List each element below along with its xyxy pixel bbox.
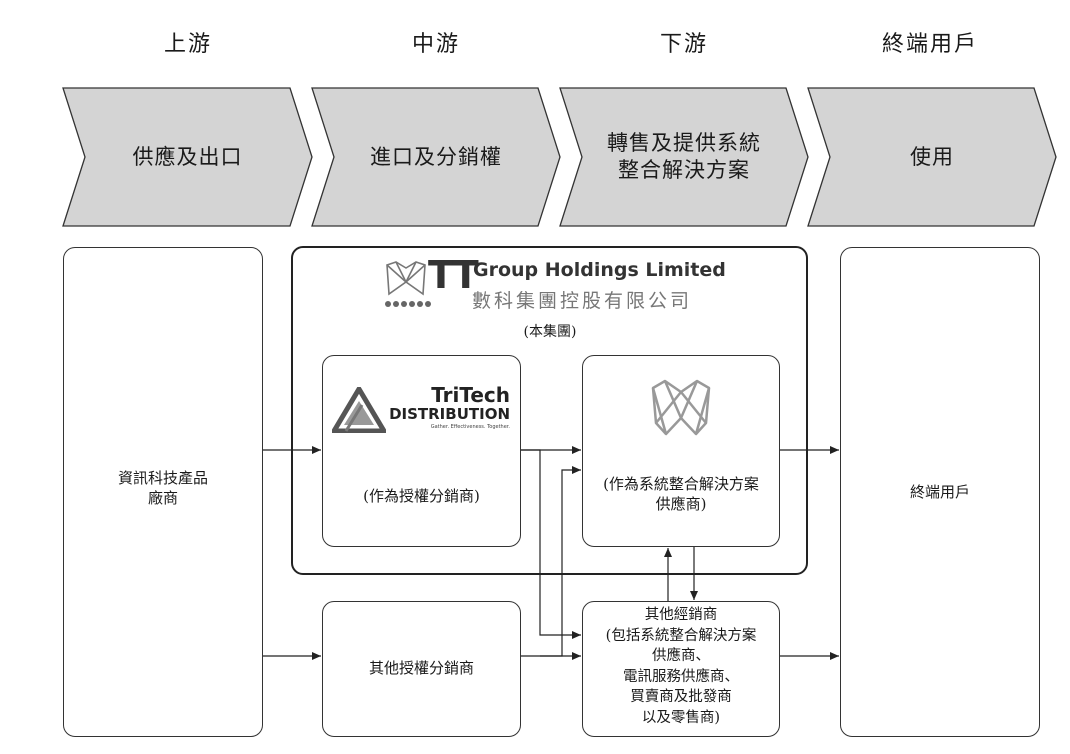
si-box (582, 355, 780, 547)
chevron-end-user (807, 87, 1057, 227)
group-caption: (本集團) (523, 324, 577, 340)
chevron-text-midstream: 進口及分銷權 (370, 144, 502, 169)
group-logo-mark-icon (385, 261, 431, 307)
stage-label-midstream: 中游 (411, 32, 460, 57)
stage-label-upstream: 上游 (163, 32, 212, 57)
end-user-label: 終端用戶 (909, 483, 970, 501)
vendor-box (63, 247, 263, 737)
other-distributor-box (322, 601, 521, 737)
other-dealers-label: 其他經銷商 (包括系統整合解決方案 供應商、 電訊服務供應商、 買賣商及批發商 … (605, 607, 757, 726)
other-distributor-label: 其他授權分銷商 (368, 659, 474, 677)
tritech-triangle-icon (332, 387, 386, 433)
tritech-brand-line2: DISTRIBUTION (389, 405, 510, 423)
tritech-role: (作為授權分銷商) (363, 487, 480, 505)
stage-label-end-user: 終端用戶 (881, 32, 978, 57)
end-user-box (840, 247, 1040, 737)
arrow-tritech-to-other-dealers (521, 449, 581, 639)
si-logo-icon (651, 379, 711, 436)
tritech-brand-line1: TriTech (431, 383, 510, 407)
chevron-text-end-user: 使用 (910, 144, 954, 169)
chevron-row (62, 87, 1057, 227)
tritech-box (322, 355, 521, 547)
tritech-tagline: Gather. Effectiveness. Together. (430, 424, 510, 430)
stage-label-downstream: 下游 (659, 32, 708, 57)
other-dealers-box (582, 601, 780, 737)
chevron-text-downstream: 轉售及提供系統整合解決方案 (607, 131, 761, 182)
arrow-other-distributor-to-si (540, 466, 581, 657)
group-logo-text-zh: 數科集團控股有限公司 (472, 290, 693, 312)
group-logo-tt: TT (428, 253, 479, 297)
group-logo-text-en: Group Holdings Limited (473, 259, 726, 281)
chevron-upstream (62, 87, 313, 227)
vendor-label: 資訊科技產品廠商 (117, 469, 208, 507)
si-role: (作為系統整合解決方案供應商) (603, 475, 759, 513)
chevron-midstream (311, 87, 561, 227)
chevron-downstream (559, 87, 809, 227)
chevron-text-upstream: 供應及出口 (132, 144, 243, 169)
